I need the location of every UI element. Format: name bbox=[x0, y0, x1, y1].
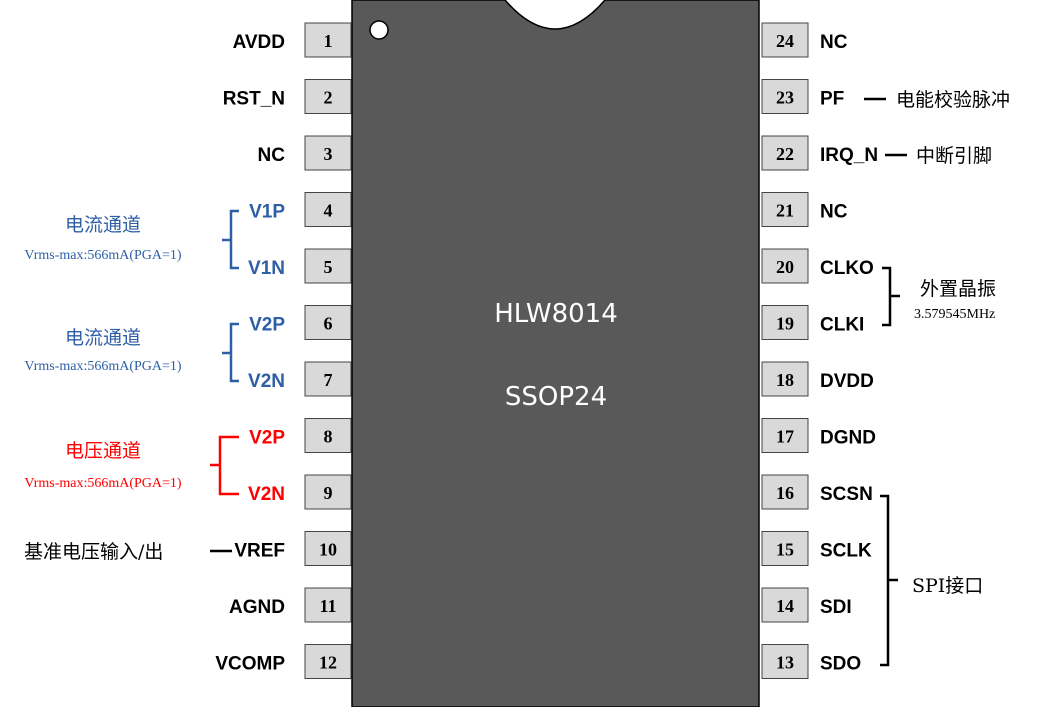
left-pin-number: 3 bbox=[324, 144, 333, 164]
left-pin-name: V1P bbox=[249, 202, 285, 223]
ch2-bracket bbox=[222, 322, 239, 383]
left-pin-number: 10 bbox=[319, 540, 337, 560]
chip-package: SSOP24 bbox=[505, 382, 607, 412]
left-pin-box bbox=[304, 644, 352, 679]
right-pin-name: NC bbox=[820, 202, 848, 223]
right-pin-number: 13 bbox=[776, 653, 794, 673]
chip-name: HLW8014 bbox=[494, 299, 618, 329]
right-pin-name: SDI bbox=[820, 597, 852, 618]
left-pin-name: VCOMP bbox=[215, 654, 285, 675]
left-pin-name: NC bbox=[258, 145, 286, 166]
left-pin-box bbox=[304, 361, 352, 397]
left-pin-number: 8 bbox=[324, 427, 333, 447]
left-pin-number: 7 bbox=[324, 370, 333, 390]
right-pin-number: 19 bbox=[776, 314, 794, 334]
left-pin-name: AVDD bbox=[233, 32, 285, 53]
right-pin-box bbox=[761, 531, 809, 566]
left-pin-number: 2 bbox=[324, 88, 333, 108]
left-pin-box bbox=[304, 248, 352, 284]
right-pin-number: 15 bbox=[776, 540, 794, 560]
left-pin-name: RST_N bbox=[223, 89, 285, 110]
left-pin-box bbox=[304, 192, 352, 227]
left-pin-name: VREF bbox=[234, 541, 285, 562]
pin1-marker-dot bbox=[369, 20, 389, 40]
left-pin-number: 6 bbox=[324, 314, 333, 334]
right-pin-box bbox=[761, 474, 809, 510]
left-pin-name: V2P bbox=[249, 428, 285, 449]
right-pin-name: DVDD bbox=[820, 371, 874, 392]
right-pin-number: 16 bbox=[776, 483, 794, 503]
ch3-bracket bbox=[210, 435, 239, 496]
left-pin-name: AGND bbox=[229, 597, 285, 618]
right-pin-box bbox=[761, 135, 809, 171]
left-pin-number: 11 bbox=[319, 596, 336, 616]
right-pin-box bbox=[761, 22, 809, 58]
right-pin-box bbox=[761, 192, 809, 227]
right-pin-name: IRQ_N bbox=[820, 145, 878, 166]
left-pin-number: 1 bbox=[324, 31, 333, 51]
left-pin-number: 4 bbox=[324, 201, 333, 221]
right-pin-name: CLKI bbox=[820, 315, 864, 336]
left-pin-box bbox=[304, 587, 352, 623]
ch3-title: 电压通道 bbox=[65, 440, 141, 462]
left-pin-number: 5 bbox=[324, 257, 333, 277]
right-pin-name: SCLK bbox=[820, 541, 872, 562]
ch3-note: Vrms-max:566mA(PGA=1) bbox=[24, 476, 181, 491]
ch1-title: 电流通道 bbox=[65, 214, 141, 236]
right-pin-name: PF bbox=[820, 89, 844, 110]
right-pin-name: NC bbox=[820, 32, 848, 53]
ch2-note: Vrms-max:566mA(PGA=1) bbox=[24, 359, 181, 374]
right-pin-box bbox=[761, 644, 809, 679]
left-pin-number: 9 bbox=[324, 483, 333, 503]
vref-label: 基准电压输入/出 bbox=[24, 541, 163, 563]
chip-notch bbox=[504, 0, 606, 30]
left-pin-box bbox=[304, 418, 352, 453]
right-pin-name: CLKO bbox=[820, 258, 874, 279]
right-pin-box bbox=[761, 418, 809, 453]
osc-freq: 3.579545MHz bbox=[914, 307, 995, 322]
right-pin-number: 17 bbox=[776, 427, 794, 447]
left-pin-name: V2N bbox=[248, 371, 285, 392]
right-pin-number: 14 bbox=[776, 596, 794, 616]
right-pin-name: SCSN bbox=[820, 484, 873, 505]
right-pin-number: 18 bbox=[776, 370, 794, 390]
left-pin-box bbox=[304, 305, 352, 340]
left-pin-number: 12 bbox=[319, 653, 337, 673]
right-pin-box bbox=[761, 248, 809, 284]
left-pin-box bbox=[304, 135, 352, 171]
left-pin-box bbox=[304, 474, 352, 510]
spi-label: SPI接口 bbox=[912, 575, 983, 597]
ch1-note: Vrms-max:566mA(PGA=1) bbox=[24, 248, 181, 263]
left-pin-name: V2P bbox=[249, 315, 285, 336]
ch2-title: 电流通道 bbox=[65, 327, 141, 349]
right-pin-name: DGND bbox=[820, 428, 876, 449]
pf-label: 电能校验脉冲 bbox=[896, 89, 1010, 111]
right-pin-box bbox=[761, 361, 809, 397]
ch1-bracket bbox=[222, 209, 239, 270]
left-pin-box bbox=[304, 531, 352, 566]
left-pin-name: V1N bbox=[248, 258, 285, 279]
irq-label: 中断引脚 bbox=[916, 145, 992, 167]
right-pin-box bbox=[761, 79, 809, 114]
chip-body bbox=[351, 0, 760, 707]
right-pin-number: 20 bbox=[776, 257, 794, 277]
spi-bracket bbox=[880, 494, 898, 667]
left-pin-box bbox=[304, 79, 352, 114]
right-pin-number: 22 bbox=[776, 144, 794, 164]
left-pin-name: V2N bbox=[248, 484, 285, 505]
right-pin-name: SDO bbox=[820, 654, 861, 675]
right-pin-number: 21 bbox=[776, 201, 794, 221]
left-pin-box bbox=[304, 22, 352, 58]
osc-bracket bbox=[882, 266, 900, 327]
right-pin-number: 23 bbox=[776, 88, 794, 108]
osc-title: 外置晶振 bbox=[920, 278, 996, 300]
right-pin-box bbox=[761, 305, 809, 340]
right-pin-number: 24 bbox=[776, 31, 794, 51]
left-pin-column: 1AVDD2RST_N3NC4V1P5V1N6V2P7V2N8V2P9V2N10… bbox=[215, 22, 352, 679]
right-pin-box bbox=[761, 587, 809, 623]
